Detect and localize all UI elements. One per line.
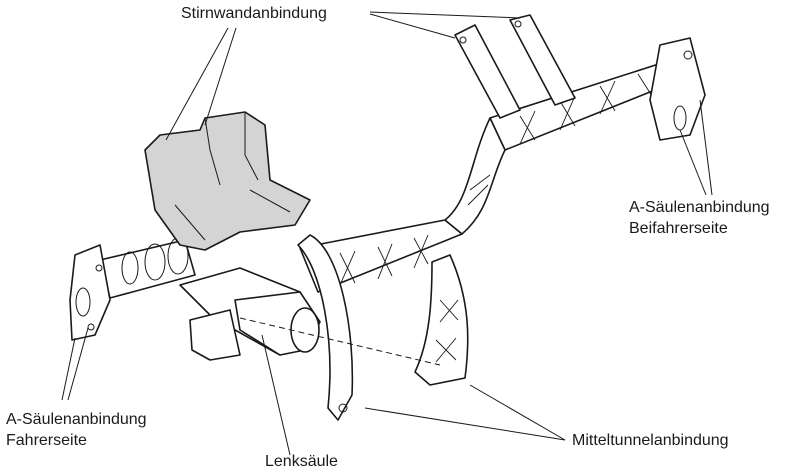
leader-a-pillar-driver-1 xyxy=(61,337,76,401)
leader-a-pillar-driver-2 xyxy=(67,327,89,401)
label-a-pillar-driver-line2: Fahrerseite xyxy=(6,432,87,449)
tunnel-support-left xyxy=(297,234,354,421)
label-stirnwand: Stirnwandanbindung xyxy=(181,5,327,22)
leader-stirnwand-left-2 xyxy=(204,27,237,126)
leader-a-pillar-passenger-1 xyxy=(679,129,707,196)
label-a-pillar-driver-line1: A-Säulenanbindung xyxy=(6,411,147,428)
stirnwand-posts xyxy=(454,14,576,119)
a-pillar-bracket-driver xyxy=(69,244,111,341)
steering-axis-line xyxy=(239,317,441,366)
label-a-pillar-passenger-line1: A-Säulenanbindung xyxy=(629,199,770,216)
tunnel-support-right xyxy=(414,254,469,386)
leader-lines xyxy=(61,11,713,456)
leader-mitteltunnel-1 xyxy=(364,407,566,441)
label-a-pillar-passenger-line2: Beifahrerseite xyxy=(629,220,728,237)
main-tube xyxy=(99,237,196,299)
leader-stirnwand-right-2 xyxy=(369,11,521,19)
leader-stirnwand-left-1 xyxy=(165,27,229,141)
label-mitteltunnel: Mitteltunnelanbindung xyxy=(572,432,729,449)
stirnwand-bracket xyxy=(144,111,311,251)
leader-stirnwand-right-1 xyxy=(369,13,456,39)
steering-column xyxy=(179,267,321,361)
a-pillar-bracket-passenger xyxy=(649,37,706,141)
leader-mitteltunnel-2 xyxy=(469,384,566,441)
leader-lenksaeule xyxy=(261,334,291,456)
label-lenksaeule: Lenksäule xyxy=(265,453,338,470)
diagonal-tube xyxy=(444,117,506,235)
leader-a-pillar-passenger-2 xyxy=(699,99,713,196)
